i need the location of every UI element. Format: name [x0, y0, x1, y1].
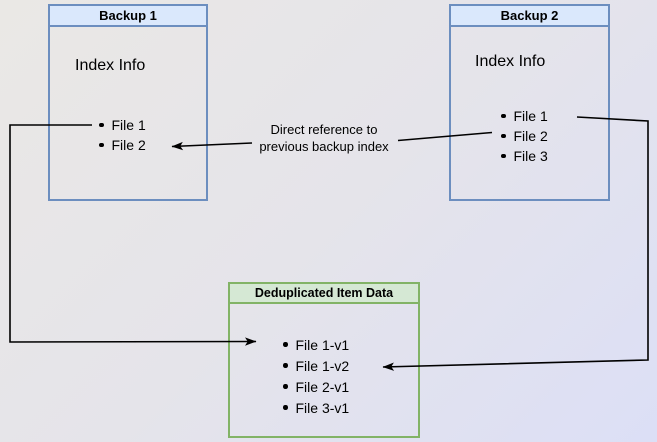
file-version-label: File 1-v2 [295, 357, 350, 374]
backup1-index-info-label: Index Info [75, 57, 146, 74]
list-item: File 1-v1 [283, 334, 349, 355]
file-label: File 3 [513, 148, 548, 164]
node-dedup-title: Deduplicated Item Data [230, 284, 418, 304]
list-item: File 1 [501, 106, 548, 126]
file-label: File 2 [513, 128, 548, 144]
node-backup2: Backup 2 Index Info File 1 File 2 File 3 [449, 4, 610, 201]
list-item: File 2 [501, 126, 548, 146]
bullet-icon [501, 133, 506, 139]
node-dedup-body: File 1-v1 File 1-v2 File 2-v1 File 3-v1 [230, 304, 418, 436]
list-item: File 2-v1 [283, 376, 349, 397]
backup2-index-info-label: Index Info [475, 53, 546, 70]
bullet-icon [283, 384, 288, 389]
edge-annotation-label: Direct reference to previous backup inde… [238, 121, 410, 155]
node-backup2-title: Backup 2 [451, 6, 608, 27]
list-item: File 3 [501, 146, 548, 166]
file-version-label: File 1-v1 [295, 336, 350, 353]
backup2-file-list: File 1 File 2 File 3 [501, 106, 548, 166]
node-backup1-body: Index Info File 1 File 2 [50, 27, 206, 199]
backup1-file-list: File 1 File 2 [99, 115, 146, 155]
dedup-file-list: File 1-v1 File 1-v2 File 2-v1 File 3-v1 [283, 334, 349, 418]
bullet-icon [99, 122, 104, 128]
bullet-icon [283, 363, 288, 368]
bullet-icon [501, 113, 506, 119]
file-version-label: File 3-v1 [295, 399, 350, 416]
node-backup2-body: Index Info File 1 File 2 File 3 [451, 27, 608, 199]
edge-annotation-line2: previous backup index [259, 139, 389, 154]
list-item: File 3-v1 [283, 397, 349, 418]
file-label: File 1 [111, 117, 146, 133]
list-item: File 1 [99, 115, 146, 135]
node-dedup-item-data: Deduplicated Item Data File 1-v1 File 1-… [228, 282, 420, 438]
file-label: File 2 [111, 137, 146, 153]
file-label: File 1 [513, 108, 548, 124]
node-backup1: Backup 1 Index Info File 1 File 2 [48, 4, 208, 201]
bullet-icon [99, 142, 104, 148]
bullet-icon [283, 342, 288, 347]
file-version-label: File 2-v1 [295, 378, 350, 395]
node-backup1-title: Backup 1 [50, 6, 206, 27]
edge-annotation-line1: Direct reference to [270, 122, 378, 137]
bullet-icon [283, 405, 288, 410]
bullet-icon [501, 153, 506, 159]
list-item: File 2 [99, 135, 146, 155]
list-item: File 1-v2 [283, 355, 349, 376]
